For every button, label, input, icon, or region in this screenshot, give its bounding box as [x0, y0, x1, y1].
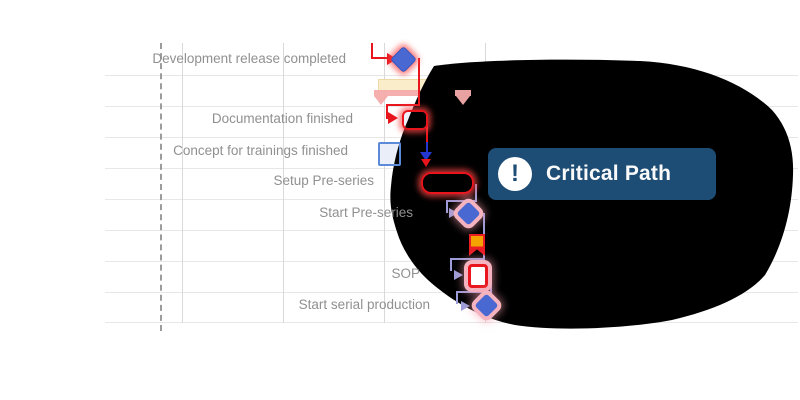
row-label-start-serial: Start serial production — [298, 297, 430, 312]
connector-regular — [456, 291, 458, 304]
taskbar-setup-preseries[interactable] — [421, 172, 474, 194]
connector-critical — [418, 58, 420, 105]
grid-hline — [105, 322, 798, 323]
connector-regular — [450, 258, 485, 260]
connector-arrow-down-icon — [420, 152, 432, 161]
connector-regular — [456, 291, 492, 293]
timeline-marker-dashed-line — [160, 43, 162, 331]
connector-arrow-right-icon — [461, 301, 470, 311]
connector-critical — [386, 104, 420, 106]
connector-arrow-right-icon — [454, 270, 463, 280]
row-label-sop: SOP — [391, 266, 420, 281]
connector-regular — [446, 200, 477, 202]
connector-arrow-right-icon — [449, 208, 458, 218]
grid-vline — [182, 43, 183, 323]
row-label-setup-preseries: Setup Pre-series — [273, 173, 374, 188]
connector-critical — [386, 104, 388, 119]
grid-vline — [384, 43, 385, 323]
row-label-concept-trainings: Concept for trainings finished — [173, 143, 348, 158]
connector-regular — [478, 213, 485, 215]
exclamation-icon: ! — [498, 157, 532, 191]
milestone-concept-trainings[interactable] — [378, 142, 401, 166]
critical-summary-bracket-right — [455, 90, 471, 96]
row-label-documentation: Documentation finished — [211, 111, 353, 126]
row-label-start-preseries: Start Pre-series — [319, 205, 413, 220]
milestone-sop[interactable] — [468, 264, 488, 288]
connector-regular — [475, 184, 477, 202]
critical-summary-bracket-end — [456, 96, 470, 105]
critical-path-tooltip: ! Critical Path — [488, 148, 716, 200]
connector-arrow-down-icon — [421, 159, 431, 167]
connector-regular — [446, 200, 448, 213]
row-label-development-release: Development release completed — [152, 51, 346, 66]
taskbar-documentation[interactable] — [402, 110, 428, 130]
connector-regular — [426, 142, 428, 158]
connector-critical — [426, 120, 428, 142]
critical-summary-bracket-end — [374, 96, 388, 105]
connector-regular — [490, 275, 492, 293]
connector-critical — [371, 43, 373, 58]
connector-critical — [371, 57, 387, 59]
tooltip-label: Critical Path — [546, 162, 672, 185]
connector-arrow-right-icon — [388, 112, 398, 124]
connector-regular — [450, 258, 452, 271]
grid-vline — [283, 43, 284, 323]
